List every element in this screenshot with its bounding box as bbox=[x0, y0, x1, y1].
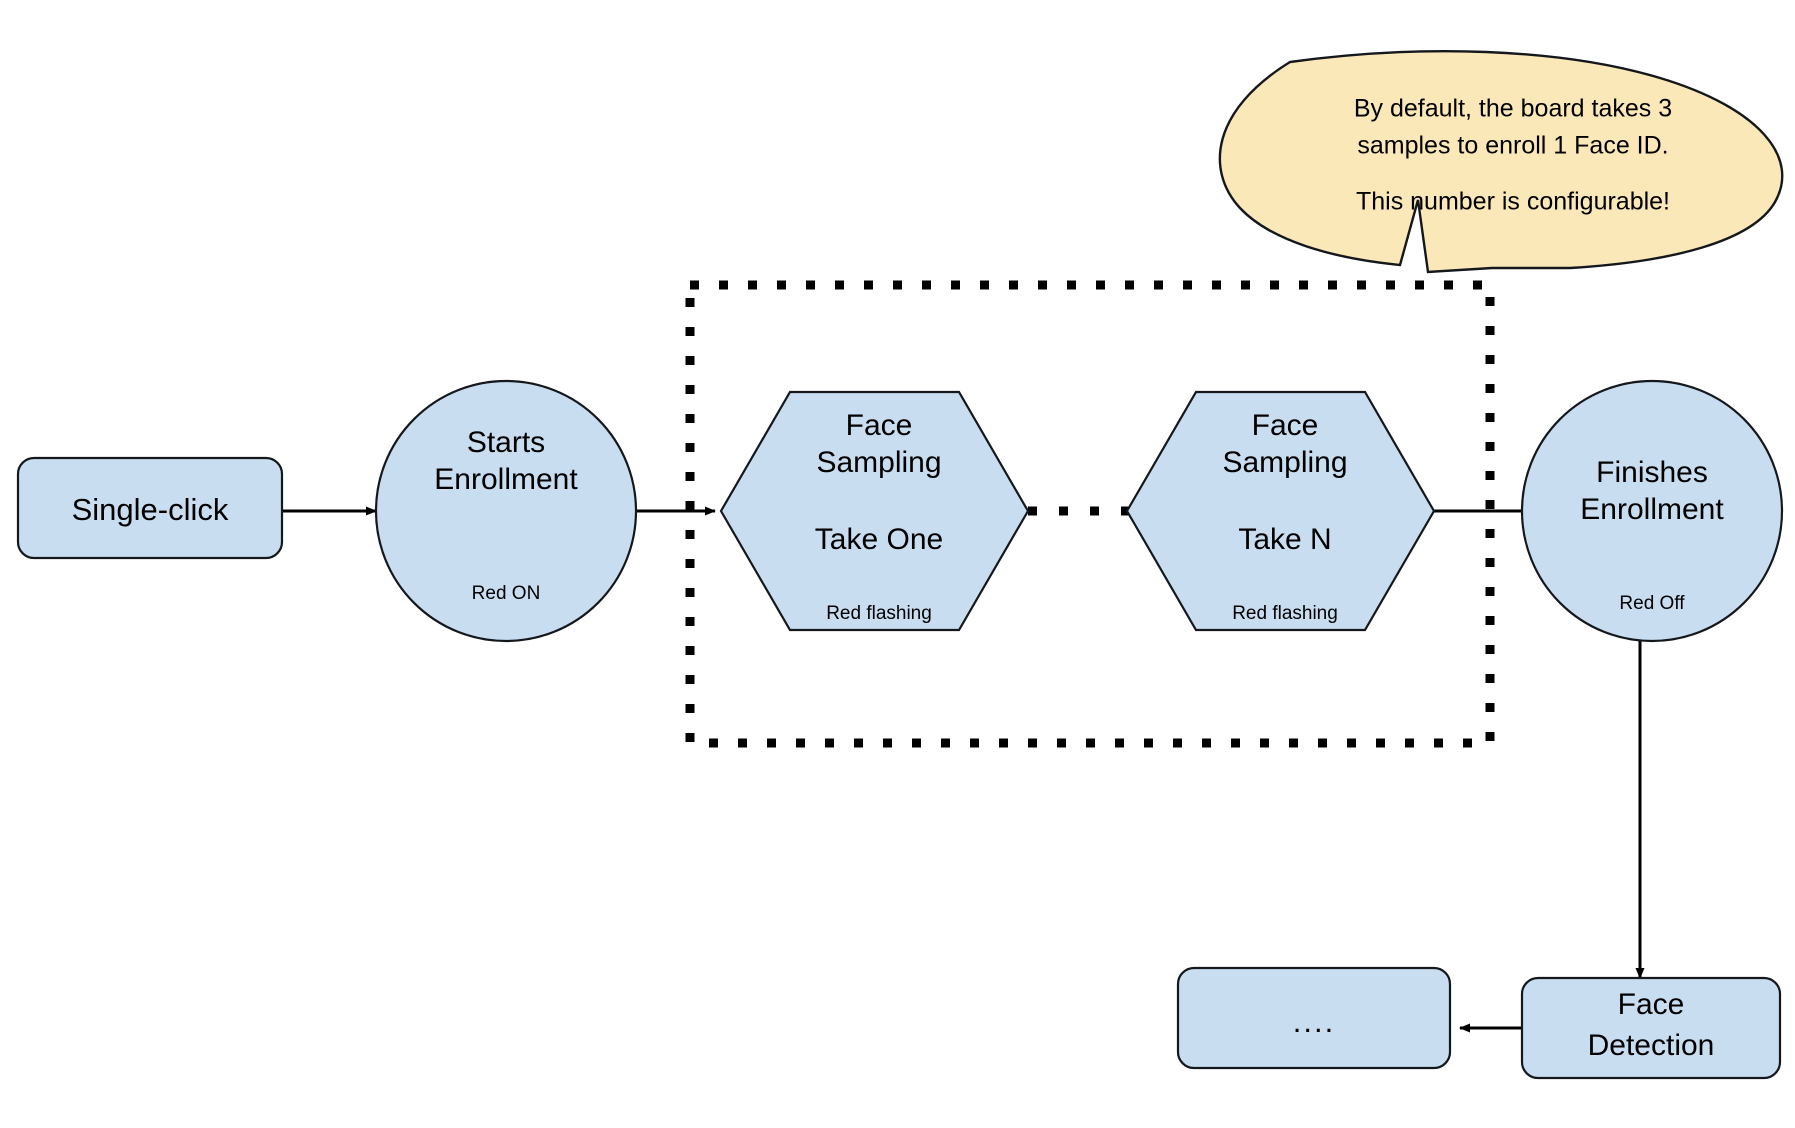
callout-note: By default, the board takes 3 samples to… bbox=[1218, 50, 1784, 274]
callout-line-1: By default, the board takes 3 bbox=[1354, 95, 1672, 123]
node-ellipsis-box[interactable]: .... bbox=[1176, 966, 1452, 1070]
finishes-enrollment-shape[interactable] bbox=[1520, 379, 1784, 643]
face-sampling-n-line2: Sampling bbox=[1222, 446, 1347, 479]
face-detection-line1: Face bbox=[1618, 988, 1685, 1021]
face-sampling-one-status: Red flashing bbox=[826, 603, 932, 624]
ellipsis-box-label: .... bbox=[1293, 1004, 1335, 1039]
finishes-enrollment-status: Red Off bbox=[1619, 593, 1685, 614]
sampling-group-boundary bbox=[685, 280, 1495, 748]
callout-line-3: This number is configurable! bbox=[1356, 188, 1670, 216]
finishes-enrollment-line1: Finishes bbox=[1596, 456, 1708, 489]
callout-bubble-shape bbox=[1218, 50, 1784, 274]
finishes-enrollment-line2: Enrollment bbox=[1580, 493, 1724, 526]
callout-line-2: samples to enroll 1 Face ID. bbox=[1357, 132, 1668, 160]
single-click-label: Single-click bbox=[72, 492, 229, 527]
face-sampling-n-shape[interactable] bbox=[1125, 390, 1436, 632]
face-sampling-n-status: Red flashing bbox=[1232, 603, 1338, 624]
starts-enrollment-shape[interactable] bbox=[374, 379, 638, 643]
face-sampling-one-line2: Sampling bbox=[816, 446, 941, 479]
node-single-click[interactable]: Single-click bbox=[16, 456, 284, 560]
face-detection-shape[interactable] bbox=[1520, 976, 1782, 1080]
face-sampling-one-line1: Face bbox=[846, 409, 913, 442]
starts-enrollment-line1: Starts bbox=[467, 426, 545, 459]
node-starts-enrollment[interactable]: Starts Enrollment Red ON bbox=[374, 379, 638, 643]
face-sampling-n-line1: Face bbox=[1252, 409, 1319, 442]
node-face-detection[interactable]: Face Detection bbox=[1520, 976, 1782, 1080]
ellipsis-box-shape[interactable] bbox=[1176, 966, 1452, 1070]
face-sampling-n-take: Take N bbox=[1238, 523, 1331, 556]
node-face-sampling-take-one[interactable]: Face Sampling Take One Red flashing bbox=[719, 390, 1030, 632]
face-sampling-one-take: Take One bbox=[815, 523, 943, 556]
starts-enrollment-status: Red ON bbox=[472, 583, 541, 604]
node-finishes-enrollment[interactable]: Finishes Enrollment Red Off bbox=[1520, 379, 1784, 643]
single-click-shape[interactable] bbox=[16, 456, 284, 560]
face-detection-line2: Detection bbox=[1588, 1029, 1715, 1062]
node-face-sampling-take-n[interactable]: Face Sampling Take N Red flashing bbox=[1125, 390, 1436, 632]
starts-enrollment-line2: Enrollment bbox=[434, 463, 578, 496]
face-sampling-one-shape[interactable] bbox=[719, 390, 1030, 632]
